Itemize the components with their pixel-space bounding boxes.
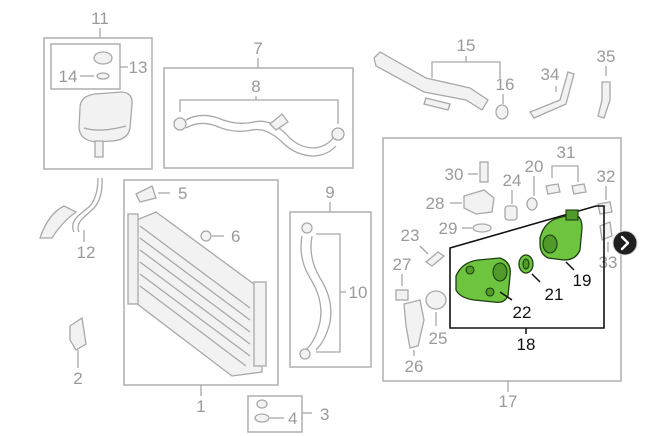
- callout-5: 5: [178, 184, 187, 203]
- reservoir-tank: [78, 91, 133, 143]
- callout-12: 12: [77, 243, 96, 262]
- callout-29: 29: [439, 219, 458, 238]
- callout-35: 35: [597, 47, 616, 66]
- bracket-12: [39, 205, 78, 239]
- callout-33: 33: [599, 253, 618, 272]
- callout-34: 34: [541, 65, 560, 84]
- bushing-4: [254, 413, 270, 423]
- bolt-32: [597, 201, 613, 215]
- callout-21: 21: [545, 285, 564, 304]
- bolt-31b: [571, 183, 587, 195]
- clamp-right: [331, 127, 345, 141]
- callout-32: 32: [597, 167, 616, 186]
- callout-8: 8: [251, 77, 260, 96]
- drain-plug-6: [200, 230, 212, 242]
- callout-1: 1: [196, 397, 205, 416]
- box-9: [289, 211, 372, 368]
- o-ring-20: [526, 197, 538, 211]
- callout-30: 30: [445, 165, 464, 184]
- callout-26: 26: [405, 357, 424, 376]
- gasket-23: [424, 251, 446, 267]
- housing-19-port: [542, 234, 558, 254]
- callout-11: 11: [91, 9, 109, 28]
- group-12-hose: 12: [39, 177, 103, 262]
- bolt-27: [395, 289, 409, 301]
- clamp-left: [173, 117, 187, 131]
- callout-14: 14: [59, 67, 78, 86]
- water-pipe: [373, 51, 489, 111]
- group-11-reservoir: 11 13 14: [43, 9, 153, 170]
- bracket-2: [69, 316, 87, 351]
- hose-clamp-top: [301, 222, 313, 234]
- callout-9: 9: [325, 183, 334, 202]
- group-15-pipe: 15 16: [373, 36, 515, 120]
- group-2-bracket: 2: [69, 316, 87, 388]
- callout-18: 18: [517, 335, 536, 354]
- callout-13: 13: [129, 58, 148, 77]
- radiator-tank-left: [127, 213, 139, 305]
- radiator-tank-right: [253, 281, 267, 367]
- callout-2: 2: [73, 369, 82, 388]
- seal-24: [504, 205, 518, 221]
- group-34-35: 34 35: [529, 47, 616, 119]
- group-7-hose: 7 8: [163, 39, 354, 169]
- box-17: [382, 137, 622, 382]
- cap-seal: [96, 72, 110, 80]
- callout-17: 17: [499, 392, 518, 411]
- callout-23: 23: [401, 226, 420, 245]
- box-7: [163, 67, 354, 169]
- hose-34: [529, 71, 575, 119]
- hose-35: [597, 81, 611, 119]
- radiator-cap-5: [135, 185, 157, 203]
- bushing-upper: [256, 399, 268, 409]
- callout-31: 31: [557, 143, 576, 162]
- callout-16: 16: [496, 75, 515, 94]
- reservoir-hose-stub: [94, 140, 104, 158]
- group-1-radiator: 1 5 6: [123, 179, 279, 416]
- callout-28: 28: [426, 194, 445, 213]
- callout-10: 10: [349, 283, 368, 302]
- hose-clip: [269, 113, 289, 131]
- box-18: [449, 205, 605, 329]
- fitting-22-bolt-hole-a: [465, 265, 475, 275]
- gasket-29: [472, 223, 492, 233]
- callout-25: 25: [429, 329, 448, 348]
- thermostat-25: [425, 290, 447, 310]
- clip-33: [599, 221, 613, 241]
- callout-27: 27: [393, 255, 412, 274]
- o-ring-16: [495, 104, 509, 120]
- housing-19-neck: [565, 209, 579, 221]
- callout-22: 22: [513, 303, 532, 322]
- housing-26: [403, 299, 425, 349]
- reservoir-cap: [93, 51, 113, 65]
- group-17-thermostat: 17 30 28 29 24 20 31 32 33 23: [382, 137, 622, 411]
- bolt-31a: [545, 183, 561, 195]
- callout-19: 19: [573, 271, 592, 290]
- callout-7: 7: [253, 39, 262, 58]
- sensor-28: [463, 189, 495, 215]
- callout-3: 3: [320, 405, 329, 424]
- group-3-bushing: 3 4: [247, 395, 329, 433]
- bolt-30: [479, 161, 489, 183]
- hose-clamp-bottom: [299, 348, 311, 360]
- group-9-hose: 9 10: [289, 183, 372, 368]
- o-ring-21-inner: [522, 258, 530, 270]
- callout-24: 24: [503, 171, 522, 190]
- chevron-right-icon: [620, 235, 630, 251]
- box-11: [43, 37, 153, 170]
- fitting-22-port: [492, 262, 508, 282]
- next-button[interactable]: [612, 230, 638, 256]
- callout-15: 15: [457, 36, 476, 55]
- pipe-bracket: [423, 97, 451, 111]
- box-3: [247, 395, 303, 433]
- callout-6: 6: [231, 227, 240, 246]
- fitting-22-bolt-hole-b: [485, 287, 495, 297]
- callout-4: 4: [288, 409, 297, 428]
- callout-20: 20: [525, 157, 544, 176]
